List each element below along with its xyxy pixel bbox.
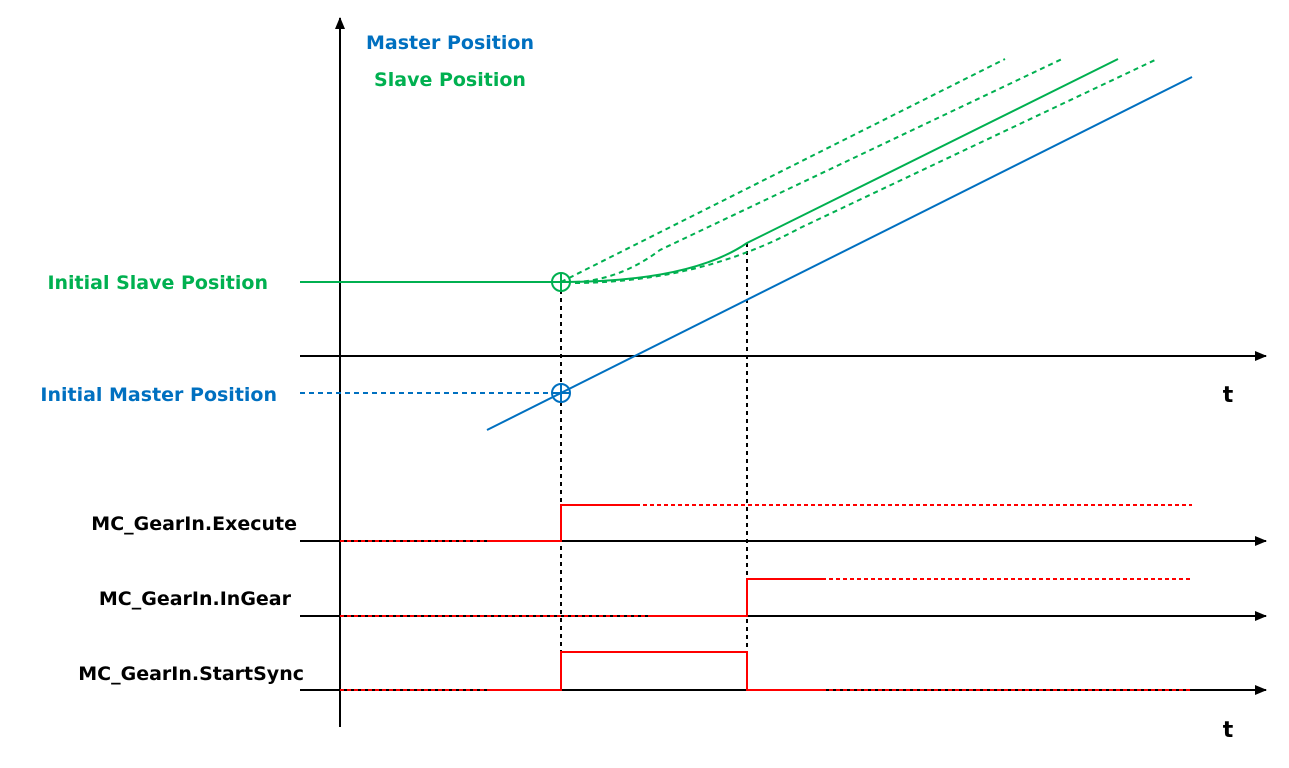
time-label-top: t: [1223, 383, 1234, 408]
slave-position-curve: [300, 58, 1156, 292]
ingear-signal: [340, 578, 1190, 617]
time-label-bottom: t: [1223, 718, 1234, 743]
initial-master-label: Initial Master Position: [40, 384, 277, 406]
ingear-label: MC_GearIn.InGear: [99, 588, 292, 610]
legend-master: Master Position: [366, 32, 534, 54]
initial-slave-label: Initial Slave Position: [47, 272, 268, 294]
legend-slave: Slave Position: [374, 69, 526, 91]
startsync-label: MC_GearIn.StartSync: [78, 663, 304, 685]
execute-label: MC_GearIn.Execute: [91, 513, 297, 535]
execute-signal: [340, 504, 1192, 542]
master-position-curve: [300, 76, 1193, 431]
startsync-signal: [340, 651, 1190, 691]
